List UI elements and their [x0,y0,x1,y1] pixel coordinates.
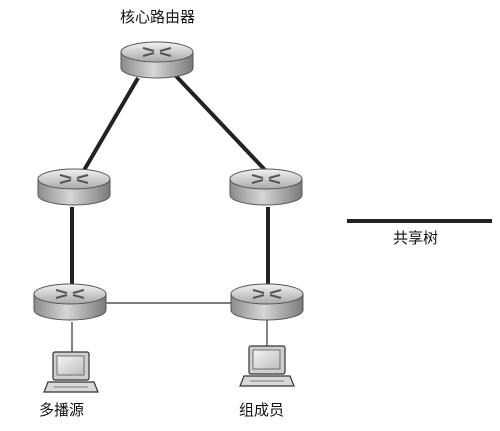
router-core [120,41,194,79]
router-bottom-right [230,283,304,321]
source-computer-icon [43,351,99,393]
router-arrows-icon [59,174,89,184]
router-mid-left [37,168,111,206]
router-arrows-icon [252,289,282,299]
link-core-to-mid-right [174,74,267,172]
router-arrows-icon [142,47,172,57]
router-arrows-icon [55,289,85,299]
group-member-label: 组成员 [239,401,285,419]
member-computer-icon [239,345,295,387]
router-bottom-left [33,283,107,321]
links [70,74,270,352]
shared-tree-legend-label: 共享树 [393,229,439,247]
core-router-label: 核心路由器 [120,8,196,26]
router-mid-right [229,168,303,206]
multicast-source-label: 多播源 [39,401,85,419]
router-arrows-icon [251,174,281,184]
link-core-to-mid-left [81,76,140,174]
